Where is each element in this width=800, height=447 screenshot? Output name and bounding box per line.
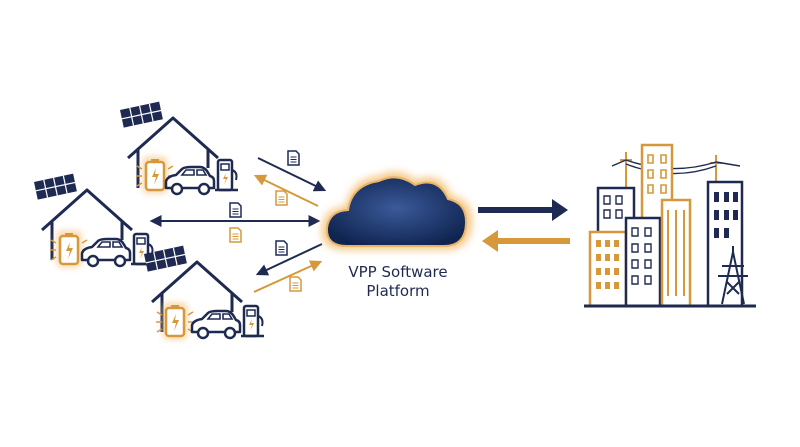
document-icon [287,150,300,166]
home-top [118,100,240,196]
power-pylon-icon [718,246,748,305]
arrow-from-grid [482,230,570,252]
electric-car-icon [164,165,216,196]
home-middle [32,172,156,268]
document-icon [229,227,242,243]
arrow-from-cloud-bottom [255,243,323,276]
document-icon [275,240,288,256]
document-icon [289,276,302,292]
home-bottom [142,244,266,340]
document-icon [275,190,288,206]
electric-car-icon [190,309,242,340]
home-cloud-links [149,150,327,293]
platform-label: VPP Software Platform [318,263,478,301]
arrow-to-cloud-top [257,157,327,192]
platform-label-line1: VPP Software [348,263,448,281]
document-icon [229,202,242,218]
platform-label-line2: Platform [366,282,430,300]
power-line-icon [611,152,741,205]
electric-car-icon [80,237,132,268]
cloud-grid-links [478,199,570,252]
arrow-from-cloud-top [253,174,319,207]
arrow-to-grid [478,199,568,221]
ev-charger-icon [239,304,266,338]
ev-charger-icon [213,158,240,192]
arrow-to-cloud-bottom [253,260,323,293]
battery-icon [50,230,88,268]
city-buildings-icon [584,143,756,308]
cloud-icon [321,171,473,250]
